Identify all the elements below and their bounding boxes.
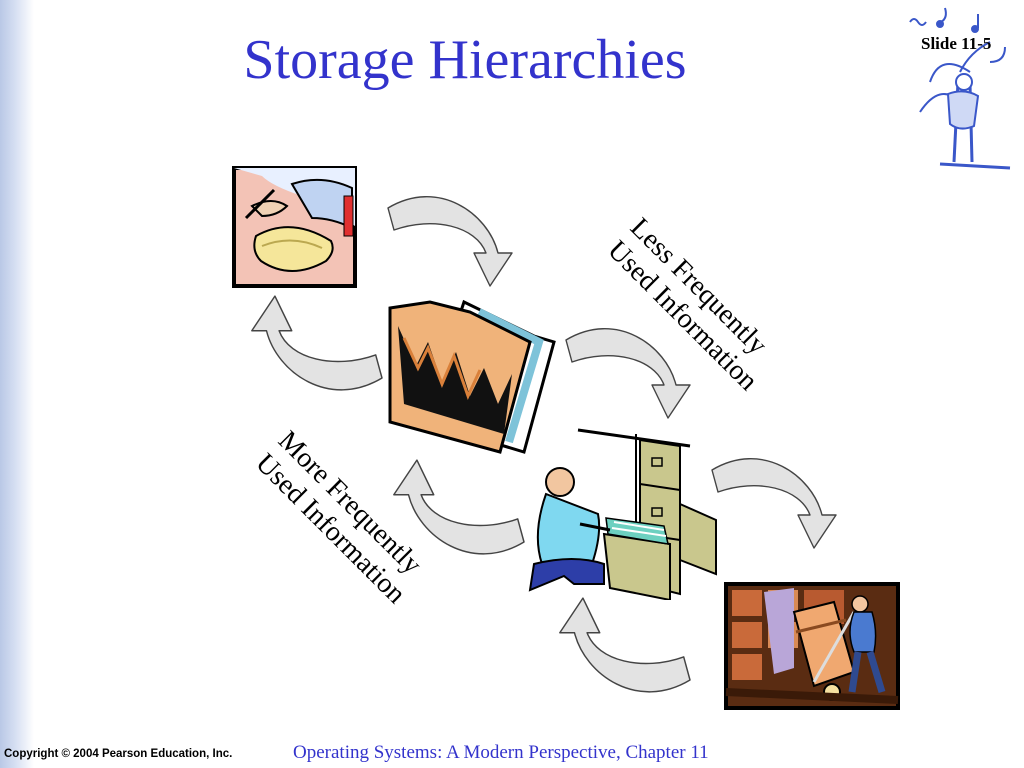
folder-clipart	[388, 299, 556, 454]
curved-arrow-up-icon	[559, 597, 691, 693]
warehouse-clipart	[724, 582, 900, 710]
slide-number: Slide 11-5	[921, 34, 992, 53]
curved-arrow-up-icon	[393, 459, 525, 555]
curved-arrow-down-icon	[565, 328, 691, 419]
course-footer: Operating Systems: A Modern Perspective,…	[293, 742, 709, 763]
curved-arrow-down-icon	[711, 458, 837, 549]
curved-arrow-down-icon	[387, 196, 513, 287]
filing-cabinet-clipart	[528, 428, 717, 600]
conductor-clipart	[909, 7, 1011, 170]
slide-title: Storage Hierarchies	[243, 29, 687, 91]
writing-note-clipart	[232, 166, 357, 288]
copyright-notice: Copyright © 2004 Pearson Education, Inc.	[4, 748, 233, 760]
left-gradient-bar	[0, 0, 34, 768]
curved-arrow-up-icon	[251, 295, 383, 391]
